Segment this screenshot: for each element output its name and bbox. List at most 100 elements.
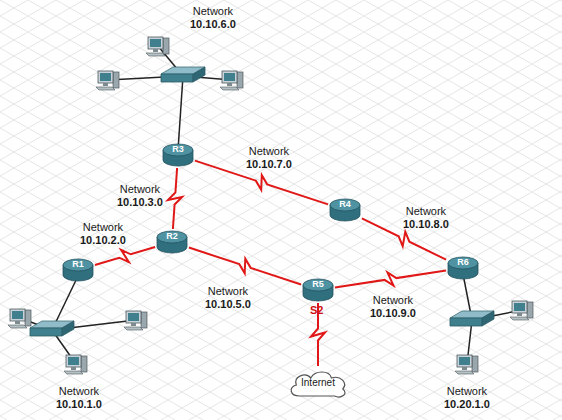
network-address: 10.10.7.0: [246, 158, 292, 170]
network-label: Network 10.10.7.0: [246, 145, 292, 171]
network-label: Network 10.10.5.0: [205, 285, 251, 311]
pc-screen: [459, 357, 470, 365]
pc-stand: [462, 367, 467, 370]
switch-icon: [161, 67, 205, 82]
router-icon: R6: [447, 256, 479, 280]
router-name: R5: [312, 278, 324, 289]
router-top: [63, 259, 93, 271]
network-label: Network 10.10.9.0: [370, 294, 416, 320]
cloud-outline: [291, 372, 345, 397]
label-word: Network: [59, 385, 99, 397]
switch-front: [30, 328, 62, 336]
interface-label: S2: [310, 304, 323, 317]
pc-icon: [96, 71, 119, 90]
switch-side: [62, 321, 74, 336]
pc-icon: [510, 301, 533, 320]
network-address: 10.10.6.0: [190, 18, 236, 30]
switch-side: [482, 311, 494, 326]
serial-link: [95, 247, 155, 265]
serial-link: [335, 271, 446, 288]
cloud-label: Internet: [301, 377, 335, 389]
pc-tower: [113, 72, 119, 88]
network-label: Network 10.10.6.0: [190, 5, 236, 31]
switch-front: [161, 74, 193, 82]
pc-keyboard: [146, 53, 165, 56]
pc-monitor: [222, 71, 237, 83]
pc-keyboard: [96, 87, 115, 90]
pc-screen: [150, 39, 161, 47]
pc-monitor: [148, 37, 163, 49]
network-label: Network 10.10.2.0: [80, 221, 126, 247]
network-address: 10.20.1.0: [444, 398, 490, 410]
pc-tower: [527, 302, 533, 318]
network-label: Network 10.20.1.0: [444, 385, 490, 411]
pc-tower: [141, 312, 147, 328]
pc-keyboard: [510, 317, 529, 320]
pc-tower: [25, 310, 31, 326]
router-icon: R3: [162, 143, 194, 167]
pc-stand: [131, 323, 136, 326]
label-word: Network: [208, 285, 248, 297]
label-word: Network: [406, 205, 446, 217]
pc-tower: [163, 38, 169, 54]
router-icon: R2: [156, 230, 188, 254]
serial-link: [189, 248, 301, 285]
label-word: Network: [373, 294, 413, 306]
label-word: Network: [447, 385, 487, 397]
switch-front: [450, 318, 482, 326]
pc-keyboard: [8, 325, 27, 328]
router-icon: R1: [62, 258, 94, 282]
router-top: [163, 144, 193, 156]
pc-monitor: [512, 301, 527, 313]
pc-stand: [153, 49, 158, 52]
router-name: R4: [339, 198, 351, 209]
network-address: 10.10.5.0: [205, 298, 251, 310]
pc-monitor: [98, 71, 113, 83]
pc-monitor: [10, 309, 25, 321]
pc-stand: [227, 83, 232, 86]
label-word: Network: [249, 145, 289, 157]
pc-screen: [224, 73, 235, 81]
serial-link: [168, 168, 182, 229]
label-word: Network: [193, 5, 233, 17]
pc-keyboard: [220, 87, 239, 90]
switch-icon: [450, 311, 494, 326]
pc-icon: [220, 71, 243, 90]
pc-icon: [146, 37, 169, 56]
pc-tower: [81, 356, 87, 372]
network-label: Network 10.10.8.0: [403, 205, 449, 231]
pc-screen: [68, 357, 79, 365]
pc-icon: [124, 311, 147, 330]
network-address: 10.10.2.0: [80, 234, 126, 246]
router-name: R1: [72, 258, 84, 269]
internet-cloud: Internet: [287, 367, 349, 399]
pc-icon: [64, 355, 87, 374]
router-top: [448, 257, 478, 269]
switch-side: [193, 67, 205, 82]
router-icon: R5: [302, 278, 334, 302]
pc-keyboard: [64, 371, 83, 374]
network-address: 10.10.3.0: [117, 196, 163, 208]
pc-monitor: [66, 355, 81, 367]
pc-screen: [12, 311, 23, 319]
network-address: 10.10.8.0: [403, 218, 449, 230]
serial-link: [311, 303, 325, 366]
pc-stand: [517, 313, 522, 316]
router-top: [330, 199, 360, 211]
pc-icon: [8, 309, 31, 328]
pc-keyboard: [124, 327, 143, 330]
pc-stand: [71, 367, 76, 370]
pc-keyboard: [455, 371, 474, 374]
router-name: R6: [457, 256, 469, 267]
network-address: 10.10.1.0: [56, 398, 102, 410]
router-top: [303, 279, 333, 291]
pc-tower: [237, 72, 243, 88]
pc-screen: [128, 313, 139, 321]
pc-stand: [103, 83, 108, 86]
router-name: R2: [166, 230, 178, 241]
pc-stand: [15, 321, 20, 324]
lan-cable: [178, 76, 183, 150]
pc-tower: [472, 356, 478, 372]
